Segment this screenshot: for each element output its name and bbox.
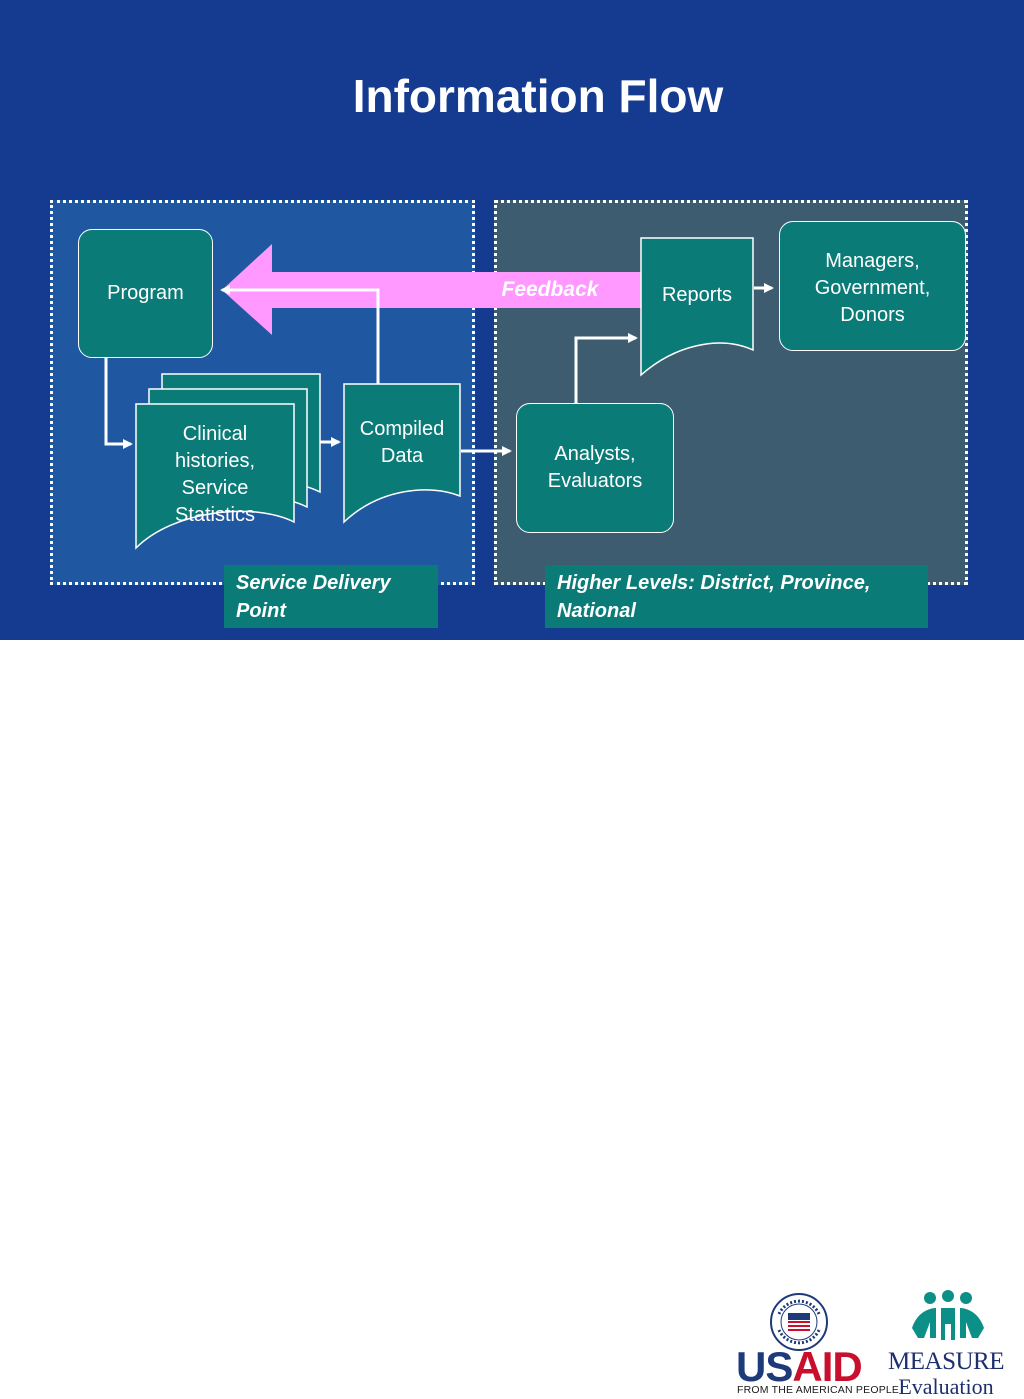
feedback-arrow — [222, 244, 655, 335]
clinical-doc-front — [135, 403, 295, 550]
usaid-tagline: FROM THE AMERICAN PEOPLE — [737, 1384, 900, 1396]
analysts-to-reports-connector — [574, 333, 638, 403]
program-to-clinical-connector — [104, 358, 133, 449]
managers-node: Managers, Government, Donors — [779, 221, 966, 351]
flow-diagram — [104, 237, 774, 550]
analysts-node: Analysts, Evaluators — [516, 403, 674, 533]
page-title: Information Flow — [352, 70, 724, 122]
usaid-logo: USAID — [736, 1343, 863, 1390]
analysts-node-label: Analysts, Evaluators — [547, 443, 643, 492]
measure-people-icon — [912, 1290, 984, 1340]
compiled-to-program-connector — [220, 285, 380, 384]
program-node: Program — [78, 229, 213, 358]
measure-logo-line2: Evaluation — [898, 1374, 994, 1399]
reports-node-label: Reports — [661, 284, 733, 306]
reports-doc — [640, 237, 754, 377]
compiled-node-label: Compiled Data — [359, 418, 445, 467]
feedback-label: Feedback — [501, 278, 599, 301]
service-delivery-label: Service Delivery Point — [224, 565, 438, 628]
compiled-data-doc — [343, 383, 461, 524]
program-node-label: Program — [107, 282, 184, 304]
measure-logo-line1: MEASURE — [888, 1348, 1004, 1375]
managers-node-label: Managers, Government, Donors — [814, 250, 931, 326]
slide-background: Feedback Program Clinical histories, Ser… — [0, 0, 1024, 640]
higher-levels-label: Higher Levels: District, Province, Natio… — [545, 565, 928, 628]
clinical-node-label: Clinical histories, Service Statistics — [174, 423, 256, 526]
footer: USAID FROM THE AMERICAN PEOPLE MEASURE E… — [0, 640, 1024, 1399]
